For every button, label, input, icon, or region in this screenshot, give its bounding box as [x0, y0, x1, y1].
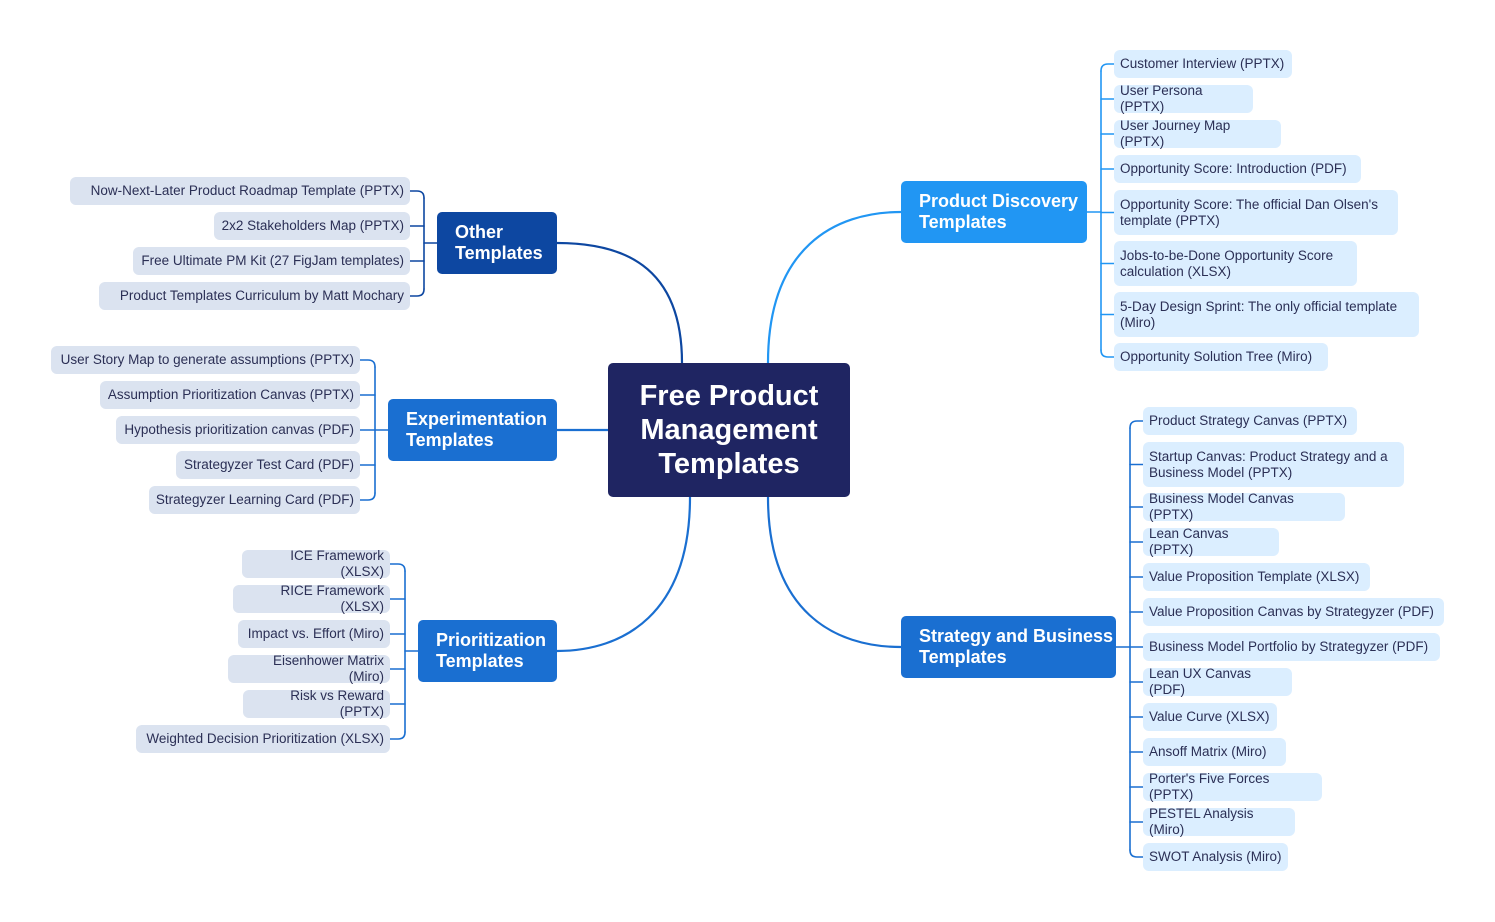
subtopic-strat-2[interactable]: Startup Canvas: Product Strategy and a B…: [1143, 442, 1404, 487]
subtopic-prio-2[interactable]: RICE Framework (XLSX): [233, 583, 390, 614]
subtopic-other-4[interactable]: Product Templates Curriculum by Matt Moc…: [99, 282, 410, 310]
subtopic-strat-5[interactable]: Value Proposition Template (XLSX): [1143, 563, 1370, 591]
branch-topic-disc[interactable]: Product Discovery Templates: [901, 181, 1087, 243]
branch-topic-exp[interactable]: Experimentation Templates: [388, 399, 557, 461]
subtopic-strat-6[interactable]: Value Proposition Canvas by Strategyzer …: [1143, 598, 1444, 626]
subtopic-other-1[interactable]: Now-Next-Later Product Roadmap Template …: [70, 177, 410, 205]
subtopic-exp-4[interactable]: Strategyzer Test Card (PDF): [176, 451, 360, 479]
subtopic-prio-6[interactable]: Weighted Decision Prioritization (XLSX): [136, 725, 390, 753]
subtopic-strat-1[interactable]: Product Strategy Canvas (PPTX): [1143, 407, 1357, 435]
subtopic-strat-11[interactable]: Porter's Five Forces (PPTX): [1143, 771, 1322, 802]
subtopic-other-2[interactable]: 2x2 Stakeholders Map (PPTX): [214, 212, 410, 240]
subtopic-strat-13[interactable]: SWOT Analysis (Miro): [1143, 843, 1288, 871]
subtopic-disc-4[interactable]: Opportunity Score: Introduction (PDF): [1114, 155, 1361, 183]
subtopic-exp-5[interactable]: Strategyzer Learning Card (PDF): [149, 486, 360, 514]
subtopic-strat-12[interactable]: PESTEL Analysis (Miro): [1143, 806, 1295, 837]
root-topic[interactable]: Free Product Management Templates: [608, 363, 850, 497]
subtopic-disc-2[interactable]: User Persona (PPTX): [1114, 83, 1253, 114]
subtopic-prio-4[interactable]: Eisenhower Matrix (Miro): [228, 653, 390, 684]
subtopic-disc-1[interactable]: Customer Interview (PPTX): [1114, 50, 1292, 78]
branch-topic-strat[interactable]: Strategy and Business Templates: [901, 616, 1116, 678]
subtopic-exp-1[interactable]: User Story Map to generate assumptions (…: [51, 346, 360, 374]
subtopic-strat-4[interactable]: Lean Canvas (PPTX): [1143, 526, 1279, 557]
subtopic-exp-2[interactable]: Assumption Prioritization Canvas (PPTX): [100, 381, 360, 409]
subtopic-strat-10[interactable]: Ansoff Matrix (Miro): [1143, 738, 1286, 766]
subtopic-disc-3[interactable]: User Journey Map (PPTX): [1114, 118, 1281, 149]
subtopic-strat-9[interactable]: Value Curve (XLSX): [1143, 703, 1277, 731]
branch-topic-prio[interactable]: Prioritization Templates: [418, 620, 557, 682]
subtopic-disc-7[interactable]: 5-Day Design Sprint: The only official t…: [1114, 292, 1419, 337]
subtopic-prio-3[interactable]: Impact vs. Effort (Miro): [238, 620, 390, 648]
subtopic-disc-6[interactable]: Jobs-to-be-Done Opportunity Score calcul…: [1114, 241, 1357, 286]
subtopic-prio-5[interactable]: Risk vs Reward (PPTX): [243, 688, 390, 719]
subtopic-other-3[interactable]: Free Ultimate PM Kit (27 FigJam template…: [133, 247, 410, 275]
branch-topic-other[interactable]: Other Templates: [437, 212, 557, 274]
subtopic-strat-3[interactable]: Business Model Canvas (PPTX): [1143, 491, 1345, 522]
subtopic-strat-8[interactable]: Lean UX Canvas (PDF): [1143, 666, 1292, 697]
subtopic-disc-8[interactable]: Opportunity Solution Tree (Miro): [1114, 343, 1328, 371]
subtopic-disc-5[interactable]: Opportunity Score: The official Dan Olse…: [1114, 190, 1398, 235]
subtopic-strat-7[interactable]: Business Model Portfolio by Strategyzer …: [1143, 633, 1440, 661]
subtopic-prio-1[interactable]: ICE Framework (XLSX): [242, 548, 390, 579]
subtopic-exp-3[interactable]: Hypothesis prioritization canvas (PDF): [116, 416, 360, 444]
